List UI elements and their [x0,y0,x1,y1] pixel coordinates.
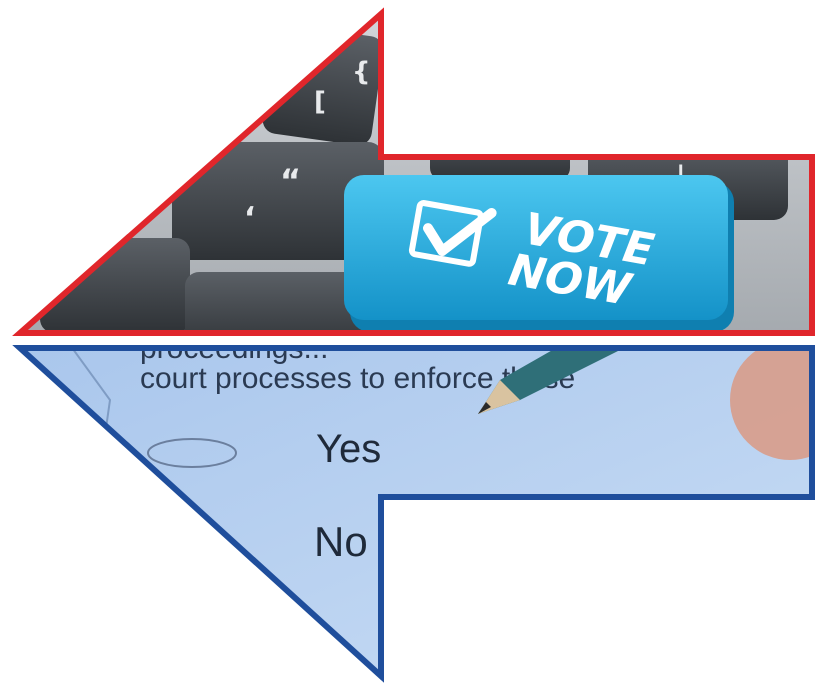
keyboard-key [172,142,384,260]
checkmark-icon [408,200,497,267]
ballot-text-line1: proceedings... [140,332,328,365]
ballot-oval [147,438,237,468]
ballot-option-no: No [314,518,368,565]
keyboard-key [430,120,570,180]
pencil [478,348,660,414]
key-glyph-brace: { [352,57,371,87]
key-glyph-bracket: [ [314,87,326,117]
vote-now-key: VOTE NOW [344,175,734,332]
hand [730,348,812,460]
key-glyph-comma: ‘ [244,201,255,236]
top-arrow-outline [12,7,815,336]
ballot-option-yes: Yes [316,427,381,471]
key-glyph-quote: “ [280,162,301,200]
keyboard-photo: { [ “ ‘ | VOTE NOW [20,14,812,333]
bottom-arrow-outline [12,345,815,683]
